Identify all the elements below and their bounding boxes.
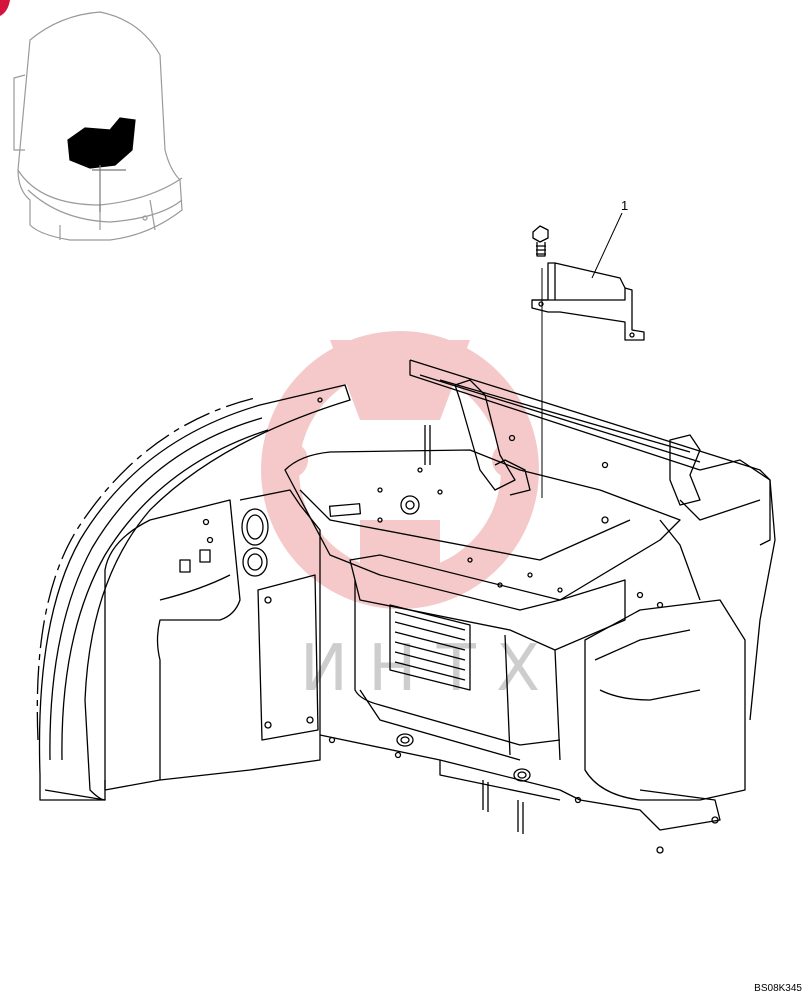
bracket: [531, 262, 645, 341]
locator-thumbnail: [13, 11, 183, 241]
center-hole: [400, 495, 420, 515]
callout-1: 1: [591, 198, 628, 279]
floor-plate: [284, 449, 681, 611]
lower-oval-opening: [242, 547, 268, 577]
drawing-code: BS08K345: [754, 983, 802, 994]
lower-skirt: [319, 734, 721, 831]
access-panel: [257, 574, 319, 741]
corner-marker: [0, 0, 10, 16]
right-console: [584, 599, 746, 801]
vent-louvers: [389, 604, 471, 691]
upper-oval-opening: [241, 508, 269, 546]
locator-highlight: [67, 117, 136, 169]
mount-right: [513, 768, 531, 782]
exploded-parts: [531, 225, 645, 341]
slot-cutout: [328, 503, 362, 517]
side-panel: [104, 499, 241, 791]
callout-1-leader: [591, 212, 623, 279]
bolt: [532, 225, 549, 257]
switch-cutout-left: [179, 559, 191, 573]
side-clip: [669, 434, 701, 506]
watermark: И Н Т Х: [261, 331, 540, 706]
side-shell: [38, 384, 351, 801]
callout-1-label: 1: [621, 198, 628, 213]
cab-frame-assembly: [36, 268, 776, 854]
mount-left: [396, 733, 414, 747]
switch-cutout-right: [199, 549, 211, 563]
rear-hinge: [454, 379, 516, 491]
